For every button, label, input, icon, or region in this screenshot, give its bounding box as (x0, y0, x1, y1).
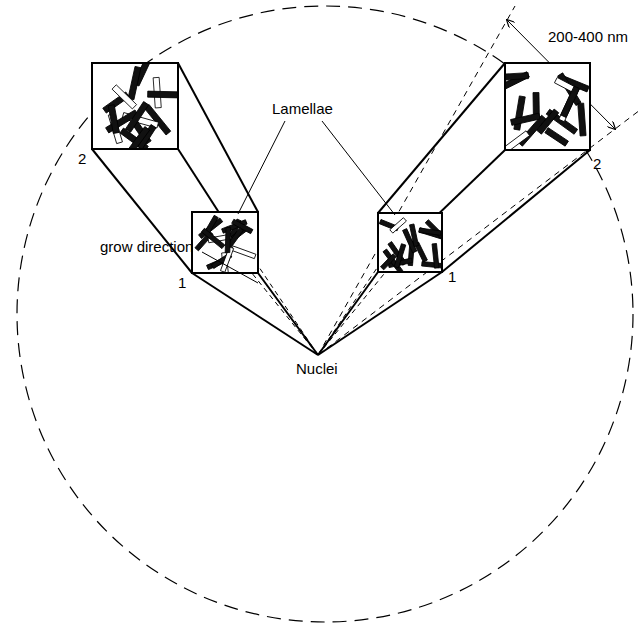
wedge-line (192, 273, 318, 355)
growth-line (205, 215, 318, 355)
zoom-square (92, 63, 178, 149)
lamella (561, 86, 580, 117)
lamella (537, 109, 559, 134)
zoom-square (505, 63, 590, 150)
lamella (381, 254, 397, 270)
lamella (394, 244, 406, 268)
wedge-line (258, 273, 318, 355)
lamella (108, 105, 119, 134)
part-label: Nuclei (296, 360, 338, 377)
leader-line (202, 252, 258, 283)
lamella (505, 131, 530, 150)
lamella (225, 227, 230, 252)
sector-ray (318, 110, 640, 355)
lamella (232, 246, 256, 259)
wedge-line (178, 63, 258, 212)
lamellae-group (103, 63, 178, 149)
lamella (148, 91, 178, 98)
sector-ray (318, 6, 515, 355)
callout-number: 2 (78, 150, 86, 167)
zoom-square (192, 212, 258, 273)
lamellae-group (505, 72, 589, 150)
wedge-line (318, 272, 378, 355)
part-label: grow direction (100, 238, 193, 255)
callout-number: 1 (448, 268, 456, 285)
lamella (511, 113, 541, 125)
lamella (128, 66, 141, 99)
part-label: Lamellae (272, 100, 333, 117)
lamella (127, 127, 150, 149)
lamella (545, 128, 569, 146)
zoom-square-fill (192, 212, 258, 273)
spherulite-outline (17, 6, 633, 622)
callout-number: 1 (178, 274, 186, 291)
lamella (201, 228, 224, 248)
lamella (419, 228, 441, 235)
lamella (410, 224, 419, 247)
lamella (505, 73, 528, 81)
lamella (112, 85, 137, 109)
zoom-square (378, 213, 442, 272)
lamella (432, 243, 439, 268)
wedge-line (318, 272, 442, 355)
lamella (514, 96, 525, 130)
leader-line (322, 121, 395, 215)
growth-line (318, 215, 432, 355)
wedge-line (378, 150, 505, 272)
growth-line (222, 212, 318, 355)
wedge-line (442, 150, 590, 272)
callout-number: 2 (593, 155, 601, 172)
lamellae-group (379, 218, 442, 272)
lamella (578, 103, 586, 136)
leader-line (238, 121, 285, 214)
wedge-line (378, 63, 505, 213)
lamellae-group (195, 215, 256, 273)
dimension-label: 200-400 nm (548, 28, 628, 45)
